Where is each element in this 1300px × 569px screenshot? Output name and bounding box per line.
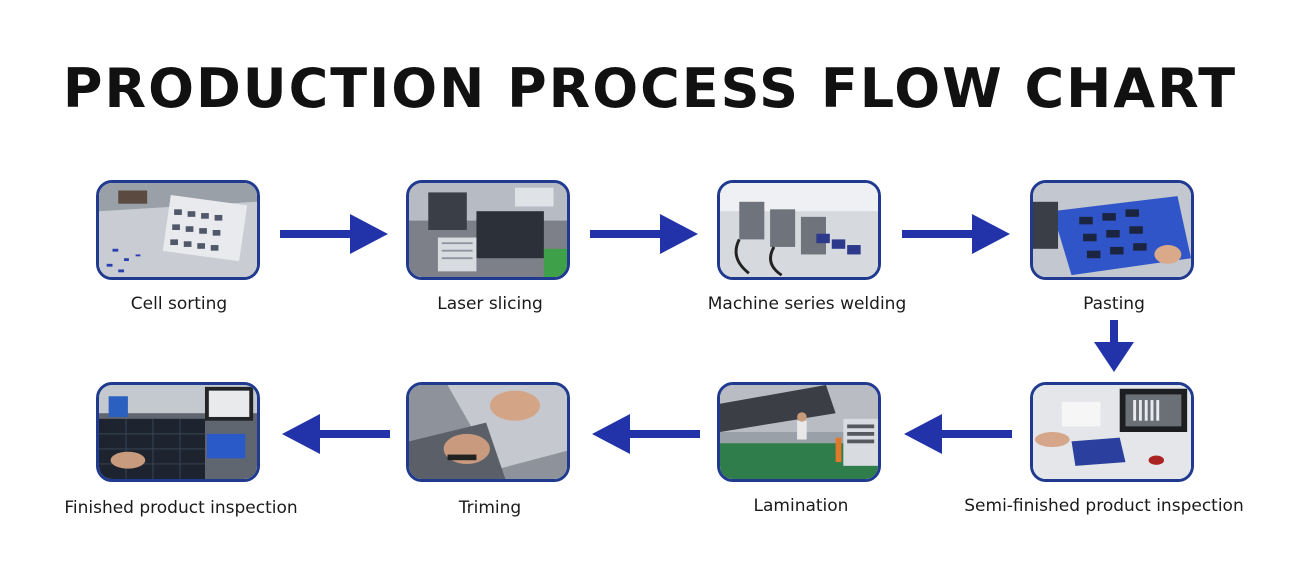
series-welding-photo (717, 180, 881, 280)
step-label-laser-slicing: Laser slicing (437, 294, 543, 314)
step-label-semi-inspection: Semi-finished product inspection (964, 496, 1243, 516)
arrow-down-icon (1094, 320, 1134, 372)
step-label-pasting: Pasting (1083, 294, 1145, 314)
pasting-photo (1030, 180, 1194, 280)
finished-inspection-photo (96, 382, 260, 482)
step-label-series-welding: Machine series welding (708, 294, 906, 314)
arrow-right-icon (590, 212, 698, 256)
semi-inspection-photo (1030, 382, 1194, 482)
arrow-right-icon (280, 212, 388, 256)
arrow-right-icon (902, 212, 1010, 256)
step-label-cell-sorting: Cell sorting (131, 294, 227, 314)
arrow-left-icon (282, 412, 390, 456)
step-label-trimming: Triming (459, 498, 521, 518)
cell-sorting-photo (96, 180, 260, 280)
page-title: PRODUCTION PROCESS FLOW CHART (0, 62, 1300, 116)
step-label-finished-inspection: Finished product inspection (64, 498, 297, 518)
arrow-left-icon (592, 412, 700, 456)
step-label-lamination: Lamination (754, 496, 849, 516)
laser-slicing-photo (406, 180, 570, 280)
lamination-photo (717, 382, 881, 482)
arrow-left-icon (904, 412, 1012, 456)
trimming-photo (406, 382, 570, 482)
